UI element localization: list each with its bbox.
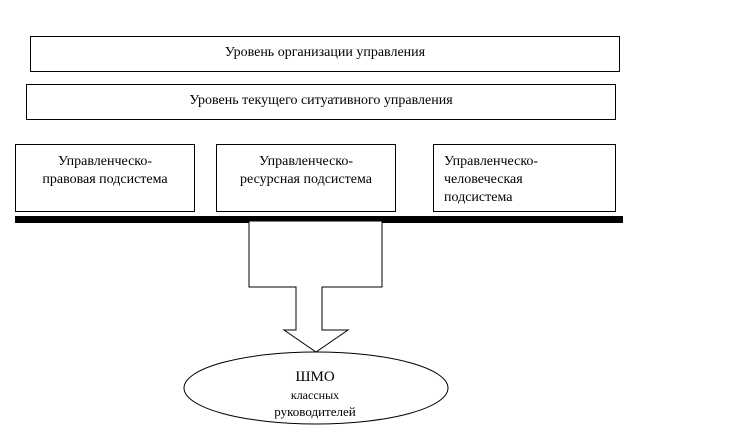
level-situational-box: Уровень текущего ситуативного управления	[26, 84, 616, 120]
subsystem-resource-line1: Управленческо-	[258, 154, 354, 169]
subsystem-legal-line2: правовая подсистема	[42, 172, 168, 187]
down-block-arrow	[248, 220, 383, 353]
subsystem-resource-box: Управленческо- ресурсная подсистема	[216, 144, 396, 212]
subsystem-legal-box: Управленческо- правовая подсистема	[15, 144, 195, 212]
subsystem-legal-label: Управленческо- правовая подсистема	[16, 153, 194, 189]
shmo-ellipse	[183, 351, 449, 425]
level-situational-label: Уровень текущего ситуативного управления	[189, 93, 453, 108]
connector-bar	[15, 216, 623, 223]
ellipse-line1: ШМО	[295, 369, 335, 385]
ellipse-line3: руководителей	[274, 404, 356, 419]
subsystem-human-line3: подсистема	[444, 190, 513, 205]
subsystem-legal-line1: Управленческо-	[57, 154, 153, 169]
subsystem-resource-label: Управленческо- ресурсная подсистема	[217, 153, 395, 189]
subsystem-human-line1: Управленческо-	[444, 154, 539, 169]
level-organization-box: Уровень организации управления	[30, 36, 620, 72]
subsystem-human-box: Управленческо- человеческая подсистема	[433, 144, 616, 212]
subsystem-human-line2: человеческая	[444, 172, 523, 187]
subsystem-human-label: Управленческо- человеческая подсистема	[444, 153, 538, 207]
subsystem-resource-line2: ресурсная подсистема	[240, 172, 372, 187]
level-organization-label: Уровень организации управления	[224, 45, 426, 60]
ellipse-line2: классных	[290, 388, 340, 402]
